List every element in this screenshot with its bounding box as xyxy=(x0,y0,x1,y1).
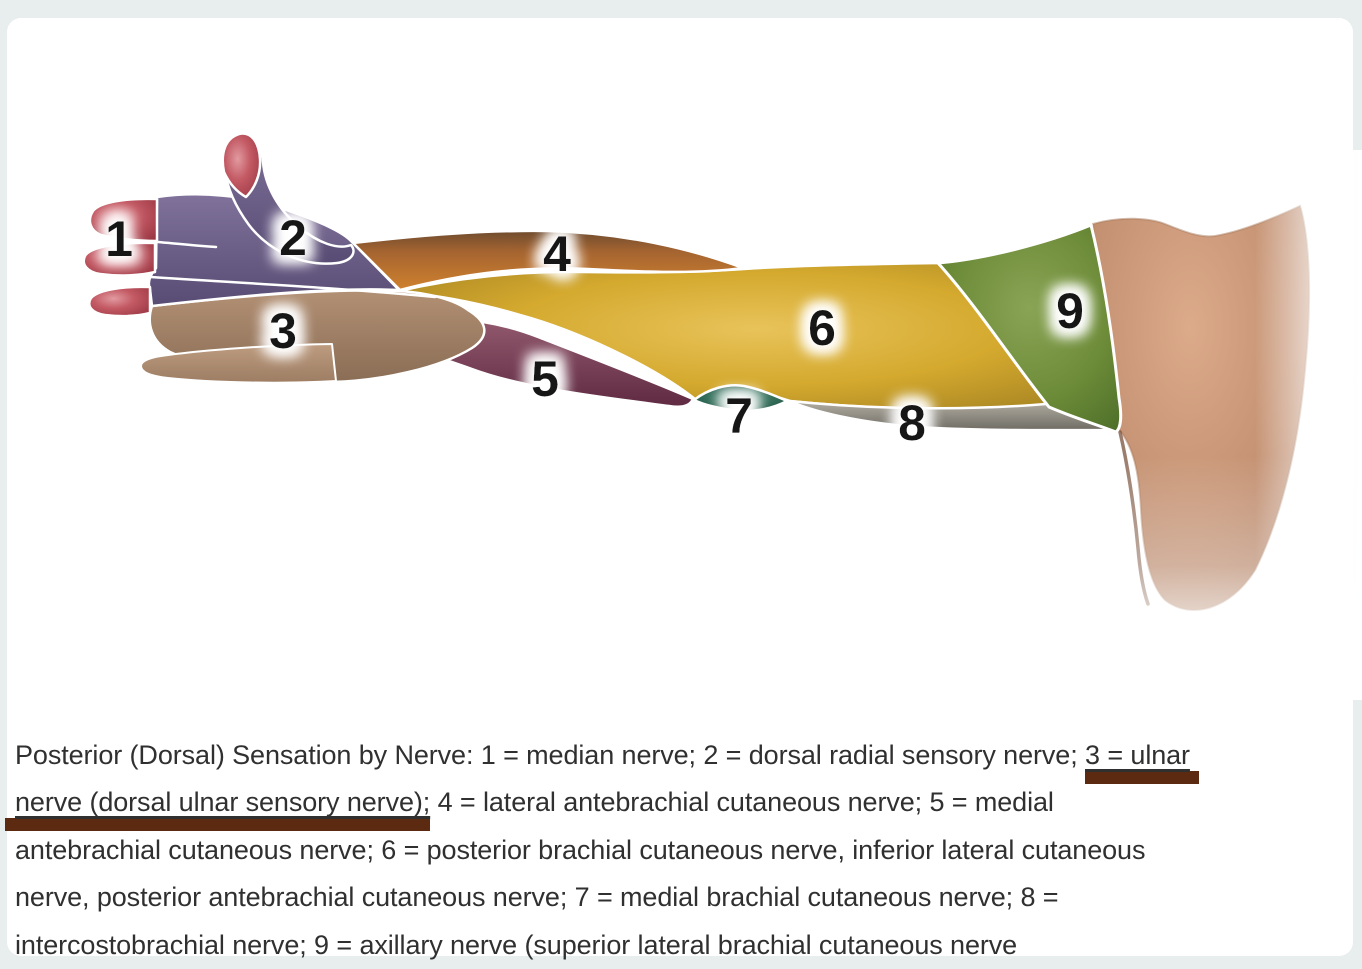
region-7-label: 7 xyxy=(725,388,753,444)
torso-right-fade xyxy=(1255,150,1362,700)
pinky-finger xyxy=(140,343,337,384)
region-1-ring-tip xyxy=(88,285,152,318)
region-1-label: 1 xyxy=(105,211,133,267)
region-6-label: 6 xyxy=(808,300,836,356)
highlight-ulnar-nerve-part1: 3 = ulnar xyxy=(1085,740,1199,784)
region-5-label: 5 xyxy=(531,351,559,407)
caption-text: intercostobrachial nerve; 9 = axillary n… xyxy=(15,929,1018,960)
highlight-ulnar-nerve-part2: nerve (dorsal ulnar sensory nerve); xyxy=(5,787,430,832)
caption-text: Posterior (Dorsal) Sensation by Nerve: 1… xyxy=(15,740,1086,770)
caption-text: nerve, posterior antebrachial cutaneous … xyxy=(15,882,1059,913)
figure-caption: Posterior (Dorsal) Sensation by Nerve: 1… xyxy=(5,732,1351,969)
caption-text: 4 = lateral antebrachial cutaneous nerve… xyxy=(430,787,1054,818)
region-8-label: 8 xyxy=(898,395,926,451)
region-2-label: 2 xyxy=(279,210,307,266)
caption-text: antebrachial cutaneous nerve; 6 = poster… xyxy=(15,834,1146,865)
arm-dermatome-figure: 1 2 3 4 5 6 7 8 9 xyxy=(82,132,1362,700)
region-9-label: 9 xyxy=(1056,283,1084,339)
region-1-thumb-tip xyxy=(221,132,262,199)
region-1-middle-tip xyxy=(82,241,157,277)
region-3-label: 3 xyxy=(269,303,297,359)
region-4 xyxy=(351,229,745,292)
region-9 xyxy=(936,223,1123,434)
region-1-index-tip xyxy=(88,197,159,243)
region-4-label: 4 xyxy=(543,226,571,282)
region-7 xyxy=(692,384,789,413)
finger-separator-line-2 xyxy=(149,275,437,299)
finger-separator-line xyxy=(156,240,218,249)
